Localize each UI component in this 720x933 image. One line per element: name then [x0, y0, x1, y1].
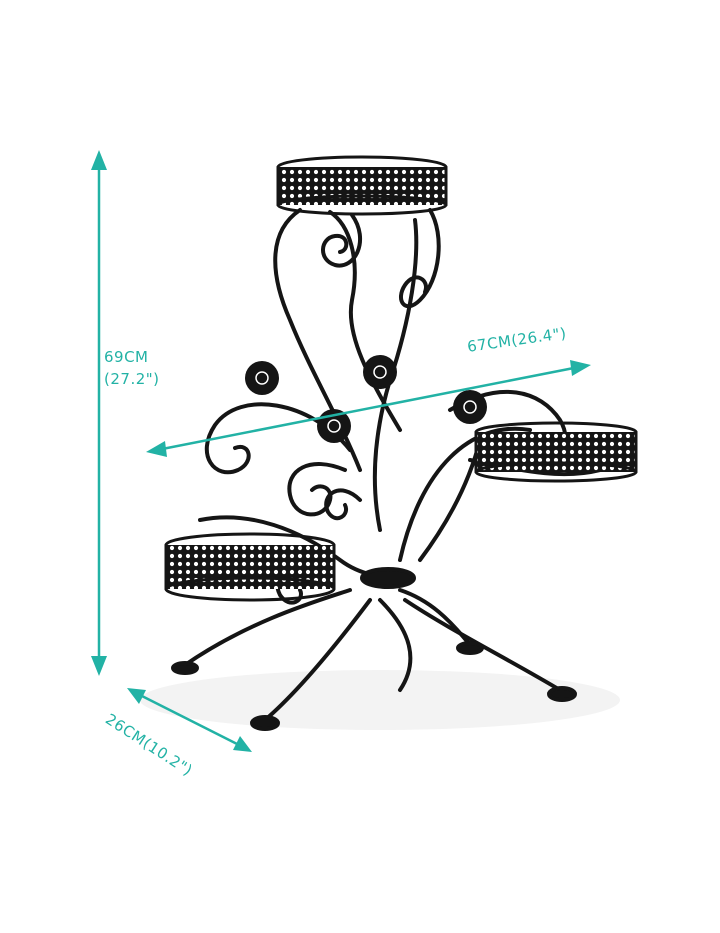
top-scroll-left	[321, 213, 363, 268]
right-tray	[474, 421, 638, 483]
left-tray	[164, 532, 336, 602]
flower-ornament	[245, 355, 487, 443]
arrow-head-icon	[91, 150, 107, 170]
flower-detail	[255, 365, 477, 433]
width-dimension-arrow	[150, 364, 586, 453]
top-scroll-right	[399, 208, 441, 309]
arrow-head-icon	[233, 736, 252, 752]
arrow-head-icon	[127, 688, 146, 704]
left-scroll-arm	[204, 402, 352, 475]
mid-scroll	[287, 462, 347, 517]
right-arm	[398, 426, 532, 562]
arrow-head-icon	[146, 441, 167, 457]
arrow-head-icon	[570, 360, 591, 376]
dimension-guides	[91, 150, 591, 752]
plant-stand	[164, 155, 638, 731]
foot-front-left	[250, 715, 280, 731]
height-dimension-label: 69CM (27.2")	[104, 346, 160, 390]
height-metric: 69CM	[104, 348, 149, 366]
leg-front-left	[263, 598, 372, 722]
foot-back-left	[171, 661, 199, 675]
foot-back-right	[456, 641, 484, 655]
arrow-head-icon	[91, 656, 107, 676]
depth-dimension-arrow	[132, 690, 247, 750]
small-scroll	[324, 488, 362, 521]
floor-shadow	[140, 670, 620, 730]
leg-center	[378, 598, 413, 692]
top-support-mid	[328, 210, 402, 432]
height-imperial: (27.2")	[104, 370, 160, 388]
leg-back-left	[183, 588, 352, 667]
top-tray	[276, 155, 448, 216]
center-hub	[360, 567, 416, 589]
foot-front-right	[547, 686, 577, 702]
